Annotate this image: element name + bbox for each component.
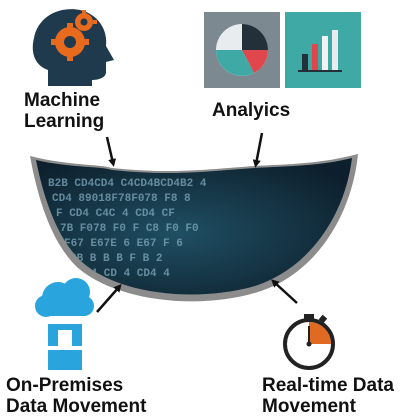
realtime-label-line: Real-time Data (262, 375, 394, 396)
lake-text-row: B2B CD4CD4 C4CD4BCD4B2 4 (48, 178, 207, 190)
lake-text-row: CD4 89018F78F078 F8 8 (52, 193, 191, 205)
machine-learning-label-line: Machine (24, 90, 101, 111)
machine-learning-label-line: Learning (24, 111, 105, 132)
on-premises-label: On-Premises Data Movement (6, 375, 146, 417)
arrow-ml-to-lake (105, 136, 116, 167)
on-premises-label-line: On-Premises (6, 375, 124, 396)
pie-chart-icon (204, 12, 280, 88)
brain-gears-icon (32, 9, 114, 86)
stopwatch-icon (283, 314, 335, 370)
machine-learning-label: Machine Learning (24, 90, 104, 132)
arrow-realtime-to-lake (271, 279, 298, 304)
analytics-label: Analyics (212, 100, 291, 121)
data-lake: B2B CD4CD4 C4CD4BCD4B2 4 CD4 89018F78F07… (30, 154, 358, 302)
cloud-server-icon (35, 278, 94, 370)
lake-text-row: F67 E67E 6 E67 F 6 (64, 238, 183, 250)
bar-chart-icon (285, 12, 361, 88)
lake-text-row: 2B B B B F B 2 (70, 253, 162, 265)
arrow-onprem-to-lake (96, 283, 122, 313)
realtime-label: Real-time Data Movement (262, 375, 394, 417)
realtime-label-line: Movement (262, 396, 356, 417)
arrow-analytics-to-lake (252, 132, 264, 168)
on-premises-label-line: Data Movement (6, 396, 147, 417)
lake-text-row: 7B F078 F0 F C8 F0 F0 (60, 223, 199, 235)
lake-text-row: F CD4 C4C 4 CD4 CF (56, 208, 175, 220)
lake-text-row: C4 CD 4 CD4 4 (84, 268, 170, 280)
